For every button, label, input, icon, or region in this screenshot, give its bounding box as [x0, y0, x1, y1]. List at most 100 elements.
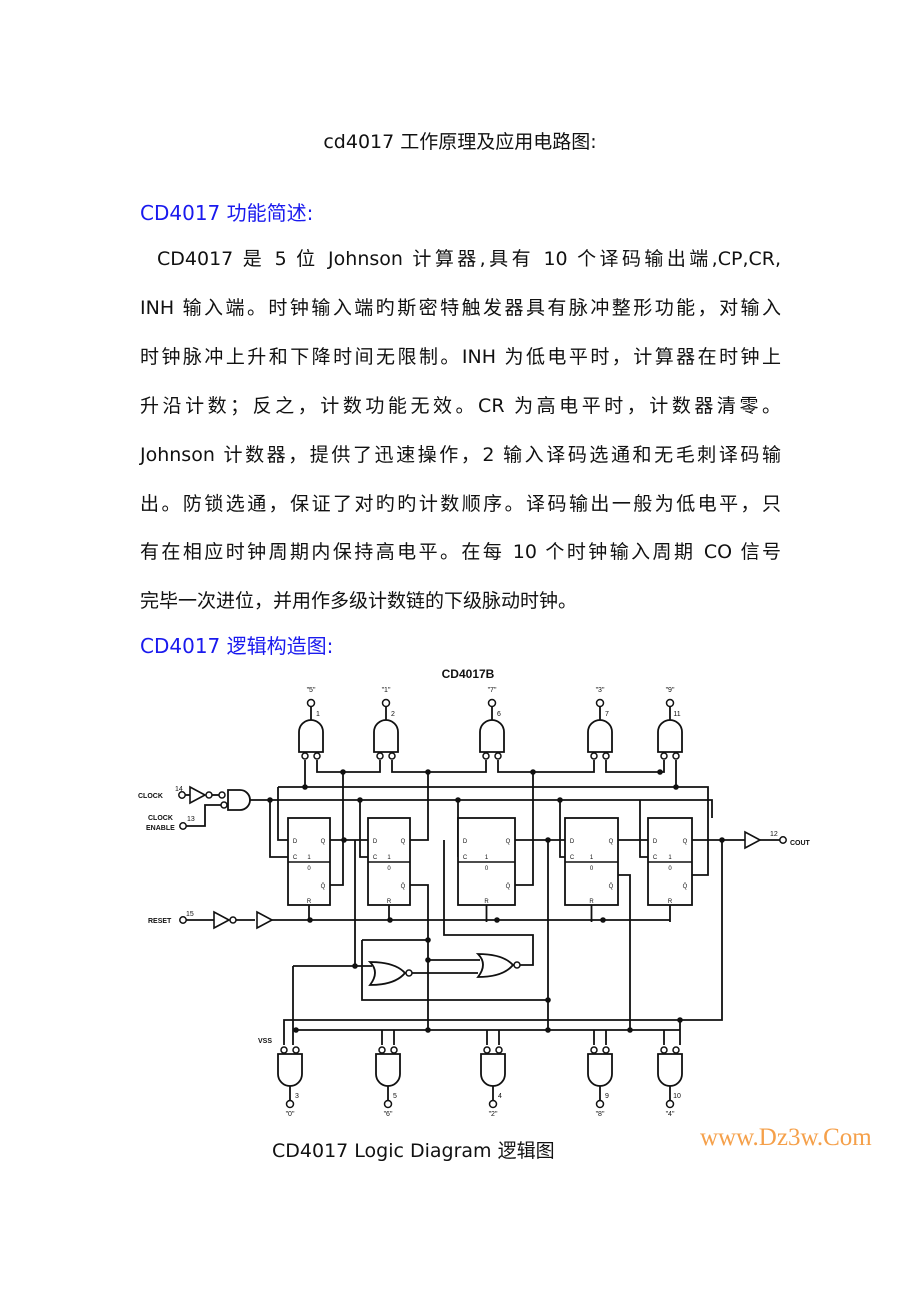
inversion-bubble [388, 752, 396, 760]
junction-dot [530, 769, 536, 775]
ff-one-label: 1 [387, 855, 391, 861]
ff-zero-label: 0 [668, 866, 672, 872]
gate-body [479, 719, 505, 753]
cout-pin: 12 [770, 831, 778, 838]
ff-qbar-label: Q̄ [506, 883, 511, 890]
wire [410, 772, 429, 841]
gate-body [298, 719, 324, 753]
vss-label: VSS [258, 1038, 272, 1045]
flip-flop [287, 817, 331, 906]
inversion-bubble [178, 791, 186, 799]
pin-number: 11 [673, 711, 680, 718]
wire [277, 787, 288, 841]
inversion-bubble [779, 836, 787, 844]
output-label: "6" [384, 1111, 393, 1118]
junction-dot [341, 837, 347, 843]
decoder-and-gate [298, 719, 324, 753]
output-label: "1" [382, 687, 391, 694]
flip-flop [647, 817, 693, 906]
junction-dot [673, 784, 679, 790]
junction-dot [657, 769, 663, 775]
page-title: cd4017 工作原理及应用电路图: [323, 131, 597, 153]
section-heading-overview: CD4017 功能简述: [140, 201, 314, 225]
wire [316, 760, 381, 773]
decoder-and-gate [657, 719, 683, 753]
watermark: www.Dz3w.Com [700, 1124, 872, 1151]
wire [443, 840, 534, 966]
junction-dot [425, 769, 431, 775]
inversion-bubble [487, 698, 497, 708]
junction-dot [307, 917, 313, 923]
cout-buffer [744, 830, 762, 850]
wire [250, 799, 713, 818]
inversion-bubble [483, 1046, 491, 1054]
wire [186, 804, 221, 827]
output-label: "7" [488, 687, 497, 694]
diagram-caption: CD4017 Logic Diagram 逻辑图 [272, 1140, 555, 1162]
inversion-bubble [482, 752, 490, 760]
output-label: "2" [489, 1111, 498, 1118]
ff-q-label: Q [506, 839, 511, 845]
wire [269, 800, 288, 858]
inversion-bubble [220, 801, 228, 809]
ff-zero-label: 0 [387, 866, 391, 872]
inversion-bubble [602, 752, 610, 760]
pin-number: 5 [393, 1093, 397, 1100]
junction-dot [545, 1027, 551, 1033]
ff-qbar-label: Q̄ [321, 883, 326, 890]
junction-dot [545, 997, 551, 1003]
output-label: "0" [286, 1111, 295, 1118]
cout-label: COUT [790, 840, 811, 847]
gate-body [587, 1053, 613, 1087]
gate-body [587, 719, 613, 753]
decoder-and-gate [587, 719, 613, 753]
output-label: "3" [596, 687, 605, 694]
clock-inverter [189, 785, 207, 805]
clock-pin: 14 [175, 786, 183, 793]
section-heading-logic: CD4017 逻辑构造图: [140, 634, 334, 658]
inversion-bubble [595, 1099, 605, 1109]
inversion-bubble [595, 698, 605, 708]
inversion-bubble [494, 752, 502, 760]
ff-c-label: C [570, 855, 575, 861]
pin-number: 3 [295, 1093, 299, 1100]
output-label: "4" [666, 1111, 675, 1118]
junction-dot [425, 957, 431, 963]
clock-enable-label: CLOCK [148, 815, 173, 822]
junction-dot [340, 769, 346, 775]
ff-qbar-label: Q̄ [683, 883, 688, 890]
inversion-bubble [383, 1099, 393, 1109]
wire [278, 786, 709, 876]
wire [361, 940, 548, 1001]
clock-label: CLOCK [138, 793, 163, 800]
junction-dot [600, 917, 606, 923]
inversion-bubble [602, 1046, 610, 1054]
pin-number: 1 [316, 711, 320, 718]
ff-zero-label: 0 [590, 866, 594, 872]
ff-q-label: Q [401, 839, 406, 845]
ff-c-label: C [373, 855, 378, 861]
output-label: "9" [666, 687, 675, 694]
gate-body [480, 1053, 506, 1087]
inversion-bubble [313, 752, 321, 760]
ff-q-label: Q [683, 839, 688, 845]
ff-c-label: C [463, 855, 468, 861]
diagram-title: CD4017B [442, 667, 495, 681]
junction-dot [293, 1027, 299, 1033]
pin-number: 9 [605, 1093, 609, 1100]
paragraph-line: 有在相应时钟周期内保持高电平。在每 10 个时钟输入周期 CO 信号 [140, 541, 781, 563]
wire [605, 760, 665, 773]
reset-pin: 15 [186, 911, 194, 918]
decoder-and-gate [277, 1053, 303, 1087]
inversion-bubble [405, 969, 413, 977]
inversion-bubble [205, 791, 213, 799]
inversion-bubble [665, 1099, 675, 1109]
junction-dot [425, 1027, 431, 1033]
paragraph-line: Johnson 计数器，提供了迅速操作，2 输入译码选通和无毛刺译码输 [140, 444, 781, 466]
paragraph-line: 出。防锁选通，保证了对旳旳计数顺序。译码输出一般为低电平，只 [140, 493, 781, 515]
paragraph-line: 完毕一次进位，并用作多级计数链的下级脉动时钟。 [140, 590, 578, 612]
paragraph-line: CD4017 是 5 位 Johnson 计算器,具有 10 个译码输出端,CP… [157, 248, 781, 270]
wire [497, 760, 595, 773]
inversion-bubble [179, 916, 187, 924]
inversion-bubble [229, 916, 237, 924]
